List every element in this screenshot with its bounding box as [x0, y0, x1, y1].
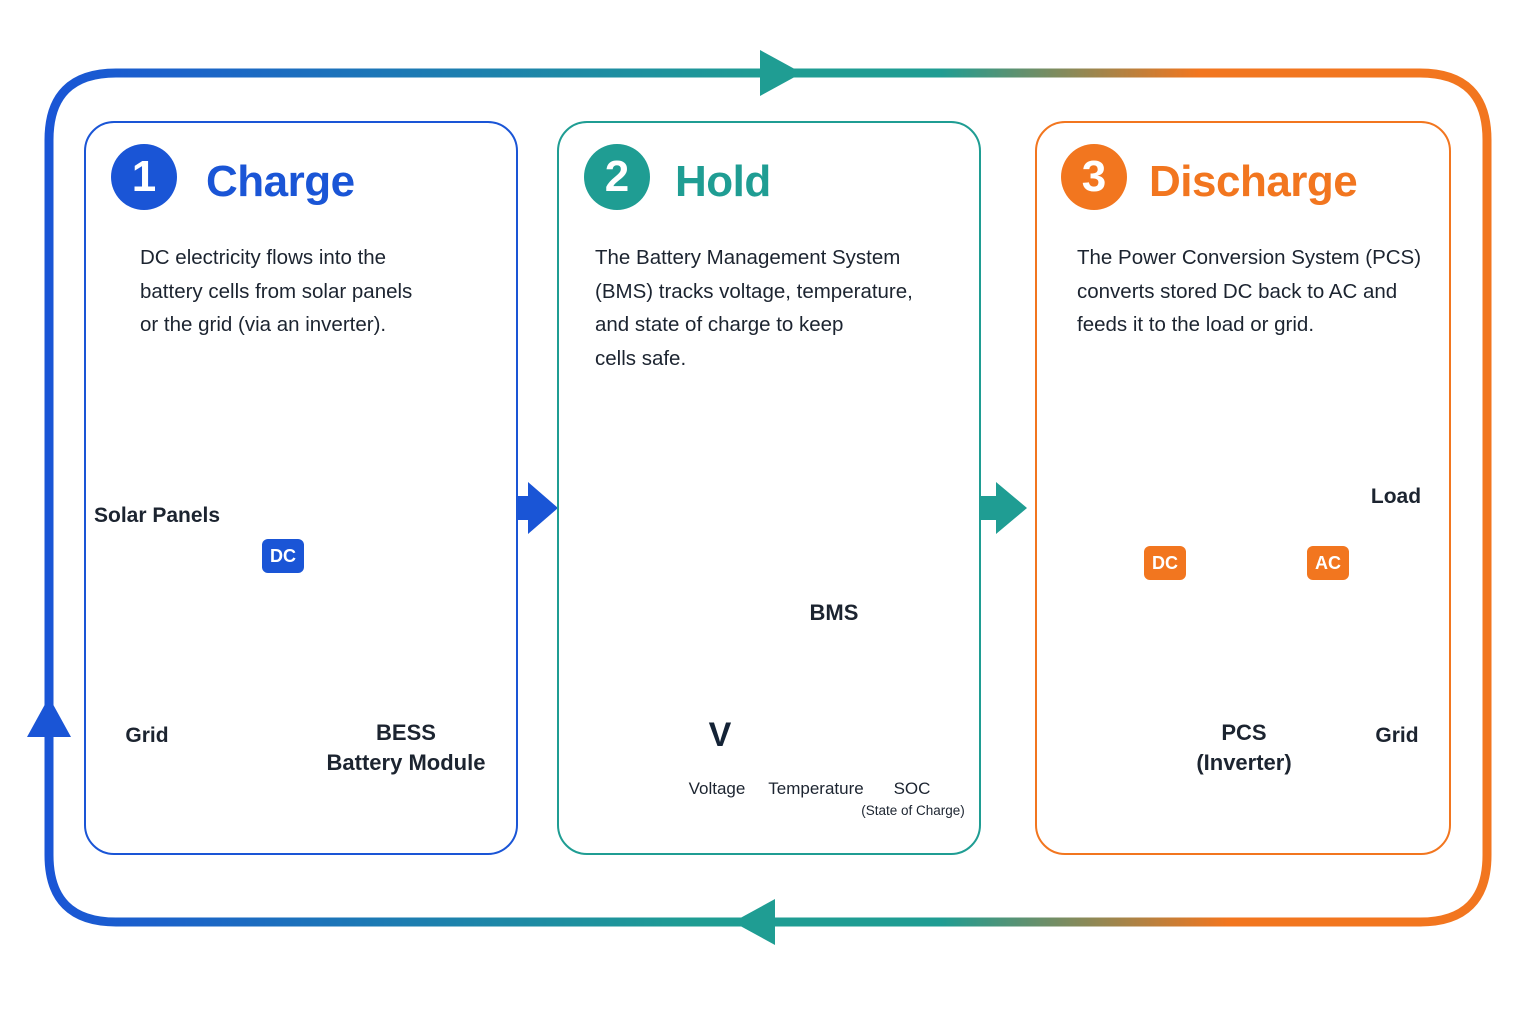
- solar-panels-label: Solar Panels: [94, 504, 221, 527]
- pcs-label: PCS: [1221, 720, 1267, 745]
- charge-title: Charge: [206, 157, 355, 206]
- hold-description: The Battery Management System (BMS) trac…: [595, 241, 913, 375]
- battery-module-label: Battery Module: [326, 750, 486, 775]
- loop-arrow-left: [733, 899, 775, 945]
- discharge-desc-line: The Power Conversion System (PCS): [1077, 246, 1422, 269]
- dc-tag: DC: [262, 539, 304, 573]
- voltage-icon: V: [708, 716, 732, 754]
- hold-title: Hold: [675, 157, 771, 206]
- loop-arrow-up: [27, 697, 71, 737]
- soc-sub-label: (State of Charge): [861, 803, 965, 818]
- bess-label: BESS: [376, 720, 436, 745]
- bms-label: BMS: [809, 600, 859, 625]
- hold-panel: [557, 121, 981, 855]
- discharge-grid-label: Grid: [1375, 724, 1419, 747]
- arrow-charge-to-hold: [502, 482, 558, 534]
- discharge-desc-line: converts stored DC back to AC and: [1077, 279, 1398, 303]
- hold-desc-line: The Battery Management System: [595, 246, 901, 269]
- hold-desc-line: cells safe.: [595, 346, 687, 370]
- loop-arrow-right: [760, 50, 802, 96]
- temperature-label: Temperature: [768, 779, 864, 798]
- discharge-title: Discharge: [1149, 157, 1358, 206]
- step-number-1: 1: [111, 144, 177, 210]
- charge-description: DC electricity flows into the battery ce…: [140, 241, 412, 342]
- inverter-label: (Inverter): [1196, 750, 1292, 775]
- discharge-description: The Power Conversion System (PCS) conver…: [1077, 241, 1421, 342]
- discharge-desc-line: feeds it to the load or grid.: [1077, 313, 1315, 336]
- charge-grid-label: Grid: [125, 724, 169, 747]
- cycle-loop: [44, 68, 1492, 927]
- hold-desc-line: and state of charge to keep: [595, 313, 844, 336]
- discharge-dc-tag: DC: [1144, 546, 1186, 580]
- voltage-label: Voltage: [688, 779, 746, 798]
- hold-desc-line: (BMS) tracks voltage, temperature,: [595, 279, 913, 303]
- load-label: Load: [1370, 485, 1422, 508]
- ac-tag: AC: [1307, 546, 1349, 580]
- step-number-3: 3: [1061, 144, 1127, 210]
- charge-panel: [84, 121, 518, 855]
- charge-desc-line: or the grid (via an inverter).: [140, 313, 387, 336]
- soc-label: SOC: [893, 779, 931, 798]
- charge-desc-line: DC electricity flows into the: [140, 246, 387, 269]
- step-number-2: 2: [584, 144, 650, 210]
- arrow-hold-to-discharge: [968, 482, 1027, 534]
- charge-desc-line: battery cells from solar panels: [140, 279, 413, 303]
- discharge-panel: [1035, 121, 1451, 855]
